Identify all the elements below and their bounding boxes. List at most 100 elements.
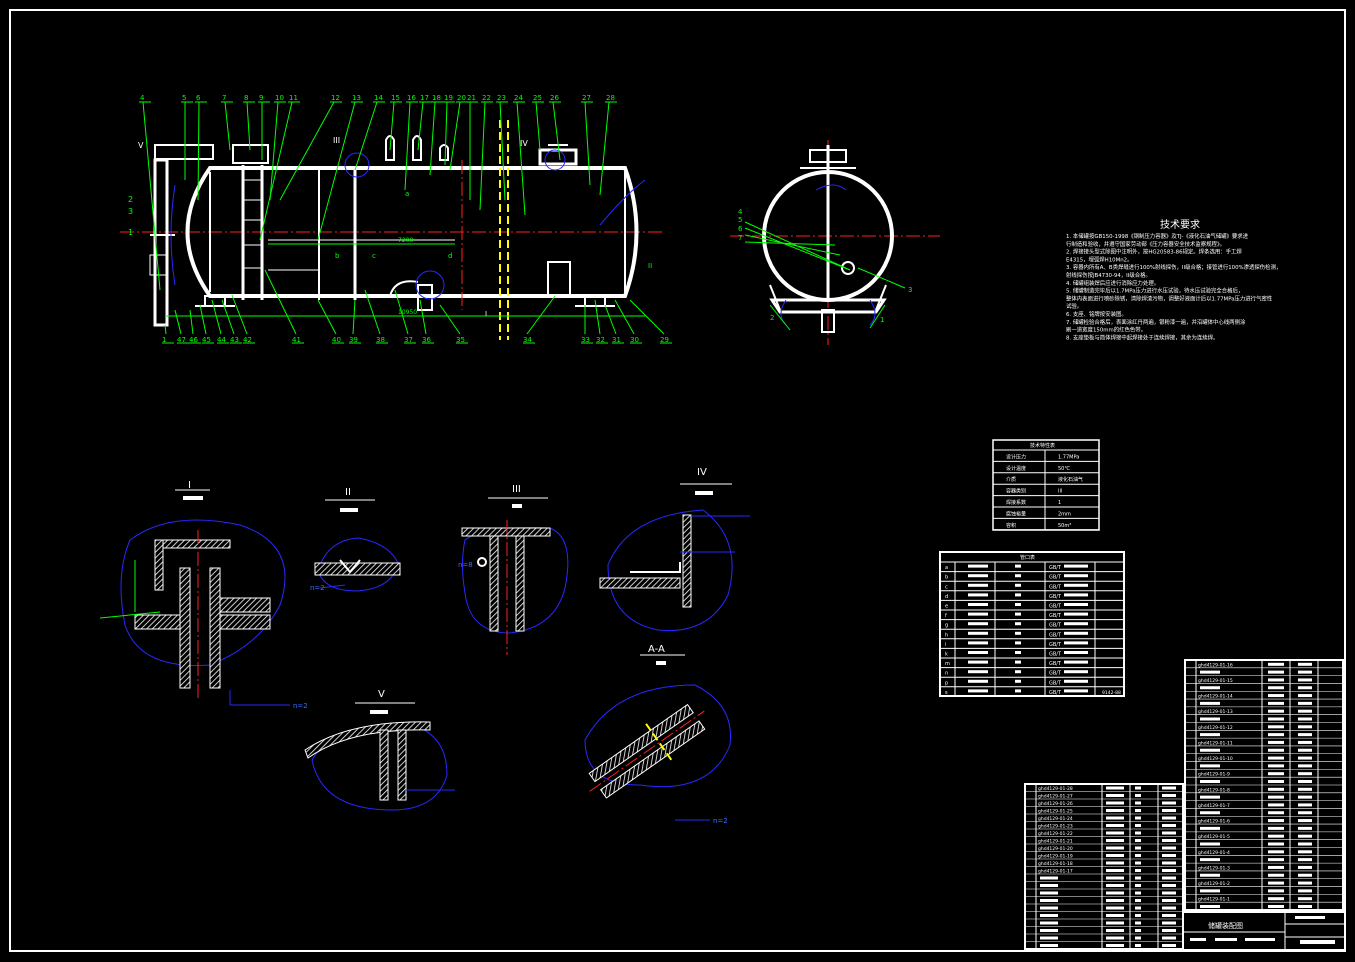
balloon-leader	[246, 101, 251, 151]
part-material-bar	[1298, 905, 1312, 908]
part-code: ghd4129-01-8	[1198, 787, 1230, 793]
part-material-bar	[1298, 834, 1312, 838]
balloon-leader	[199, 304, 207, 335]
part-code-bar	[1040, 884, 1058, 887]
tech-char-key: 容积	[1006, 522, 1016, 529]
part-qty-bar	[1135, 876, 1141, 880]
balloon-leader	[516, 101, 526, 216]
part-material-bar	[1298, 709, 1312, 713]
part-name-bar	[1268, 897, 1284, 901]
part-code-bar	[1200, 748, 1220, 752]
top-balloon-label: 19	[444, 94, 453, 102]
part-material-bar	[1298, 670, 1312, 674]
part-material-bar	[1298, 850, 1312, 854]
part-name-bar	[1106, 891, 1124, 895]
nozzle-qty-bar	[1015, 651, 1021, 654]
tech-req-line: 4. 储罐组装焊后应进行消除应力处理。	[1066, 279, 1159, 287]
main-left-label-v: V	[138, 141, 144, 150]
part-material-bar	[1162, 876, 1176, 880]
part-material-bar	[1162, 809, 1176, 812]
end-view	[730, 140, 940, 345]
part-name-bar	[1106, 786, 1124, 790]
nozzle-mark: c	[945, 584, 948, 590]
balloon-leader	[552, 101, 561, 161]
top-balloon-label: 6	[196, 94, 201, 102]
part-name-bar	[1106, 861, 1124, 865]
nozzle-size-bar	[968, 593, 988, 597]
tech-req-line: 2. 焊接接头型式除图中注明外，按HG20583-86规定。焊条选用：手工焊	[1066, 248, 1242, 256]
part-code: ghd4129-01-18	[1038, 861, 1073, 867]
top-balloon-label: 13	[352, 94, 361, 102]
top-balloon-label: 14	[374, 94, 383, 102]
part-qty-bar	[1135, 921, 1141, 925]
part-material-bar	[1298, 873, 1312, 877]
top-balloon-label: 18	[432, 94, 441, 102]
part-material-bar	[1298, 780, 1312, 783]
part-name-bar	[1268, 889, 1284, 893]
top-balloon-label: 25	[533, 94, 542, 102]
tech-req-line: 1. 本储罐按GB150-1998《钢制压力容器》及TJ-《液化石油气储罐》要求…	[1066, 232, 1249, 240]
part-code-bar	[1200, 873, 1220, 877]
detail-i-label: I	[188, 480, 191, 491]
part-name-bar	[1268, 772, 1284, 776]
tech-req-line: 7. 储罐检验合格后，表面涂红丹两遍，银粉漆一遍，并沿罐体中心线两侧涂	[1066, 318, 1246, 326]
part-qty-bar	[1135, 846, 1141, 850]
part-code: ghd4129-01-24	[1038, 816, 1073, 822]
top-balloon-label: 28	[606, 94, 615, 102]
balloon-leader	[142, 101, 161, 291]
tech-req-line: E4315，埋弧焊H10Mn2。	[1066, 255, 1133, 263]
part-material-bar	[1162, 891, 1176, 895]
part-code-bar	[1200, 717, 1220, 721]
bottom-balloon-label: 29	[660, 336, 669, 344]
part-qty-bar	[1135, 884, 1141, 887]
balloon-leader	[279, 101, 335, 201]
nozzle-mark: b	[945, 575, 948, 581]
part-name-bar	[1268, 733, 1284, 737]
top-balloon-label: 9	[259, 94, 263, 102]
top-balloon-label: 16	[407, 94, 416, 102]
top-balloon-label: 26	[550, 94, 559, 102]
main-nozzle-letter-a: a	[405, 190, 409, 198]
bottom-balloon-label: 42	[243, 336, 252, 344]
part-material-bar	[1162, 869, 1176, 872]
top-balloon-label: 12	[331, 94, 340, 102]
part-code: ghd4129-01-7	[1198, 803, 1230, 809]
part-name-bar	[1268, 858, 1284, 862]
part-name-bar	[1106, 801, 1124, 805]
bottom-balloon-label: 44	[217, 336, 226, 344]
part-material-bar	[1162, 884, 1176, 887]
bottom-balloon-label: 34	[523, 336, 532, 344]
part-qty-bar	[1135, 861, 1141, 865]
part-qty-bar	[1135, 831, 1141, 835]
part-name-bar	[1268, 881, 1284, 885]
part-qty-bar	[1135, 786, 1141, 790]
balloon-leader	[417, 101, 424, 151]
part-name-bar	[1106, 831, 1124, 835]
part-material-bar	[1162, 944, 1176, 947]
part-name-bar	[1268, 725, 1284, 729]
part-name-bar	[1106, 794, 1124, 797]
balloon-leader	[197, 101, 200, 201]
part-material-bar	[1298, 694, 1312, 698]
nozzle-size-bar	[968, 651, 988, 654]
end-view-label-1: 1	[880, 316, 884, 324]
tech-char-key: 容器类别	[1006, 488, 1026, 495]
part-name-bar	[1268, 748, 1284, 752]
detail-a-a-label: A-A	[648, 644, 665, 655]
main-left-label-3: 3	[128, 207, 133, 216]
part-name-bar	[1268, 717, 1284, 721]
nozzle-std-bar	[1064, 603, 1088, 606]
part-material-bar	[1162, 861, 1176, 865]
nozzle-standard: GB/T	[1049, 642, 1062, 648]
part-material-bar	[1162, 831, 1176, 835]
nozzle-std-bar	[1064, 679, 1088, 683]
balloon-leader	[354, 101, 378, 171]
balloon-leader	[394, 289, 409, 335]
nozzle-qty-bar	[1015, 679, 1021, 683]
balloon-leader	[479, 101, 486, 211]
part-name-bar	[1268, 811, 1284, 815]
part-material-bar	[1162, 794, 1176, 797]
balloon-leader	[449, 101, 461, 171]
part-name-bar	[1106, 914, 1124, 917]
bottom-balloon-label: 43	[230, 336, 239, 344]
